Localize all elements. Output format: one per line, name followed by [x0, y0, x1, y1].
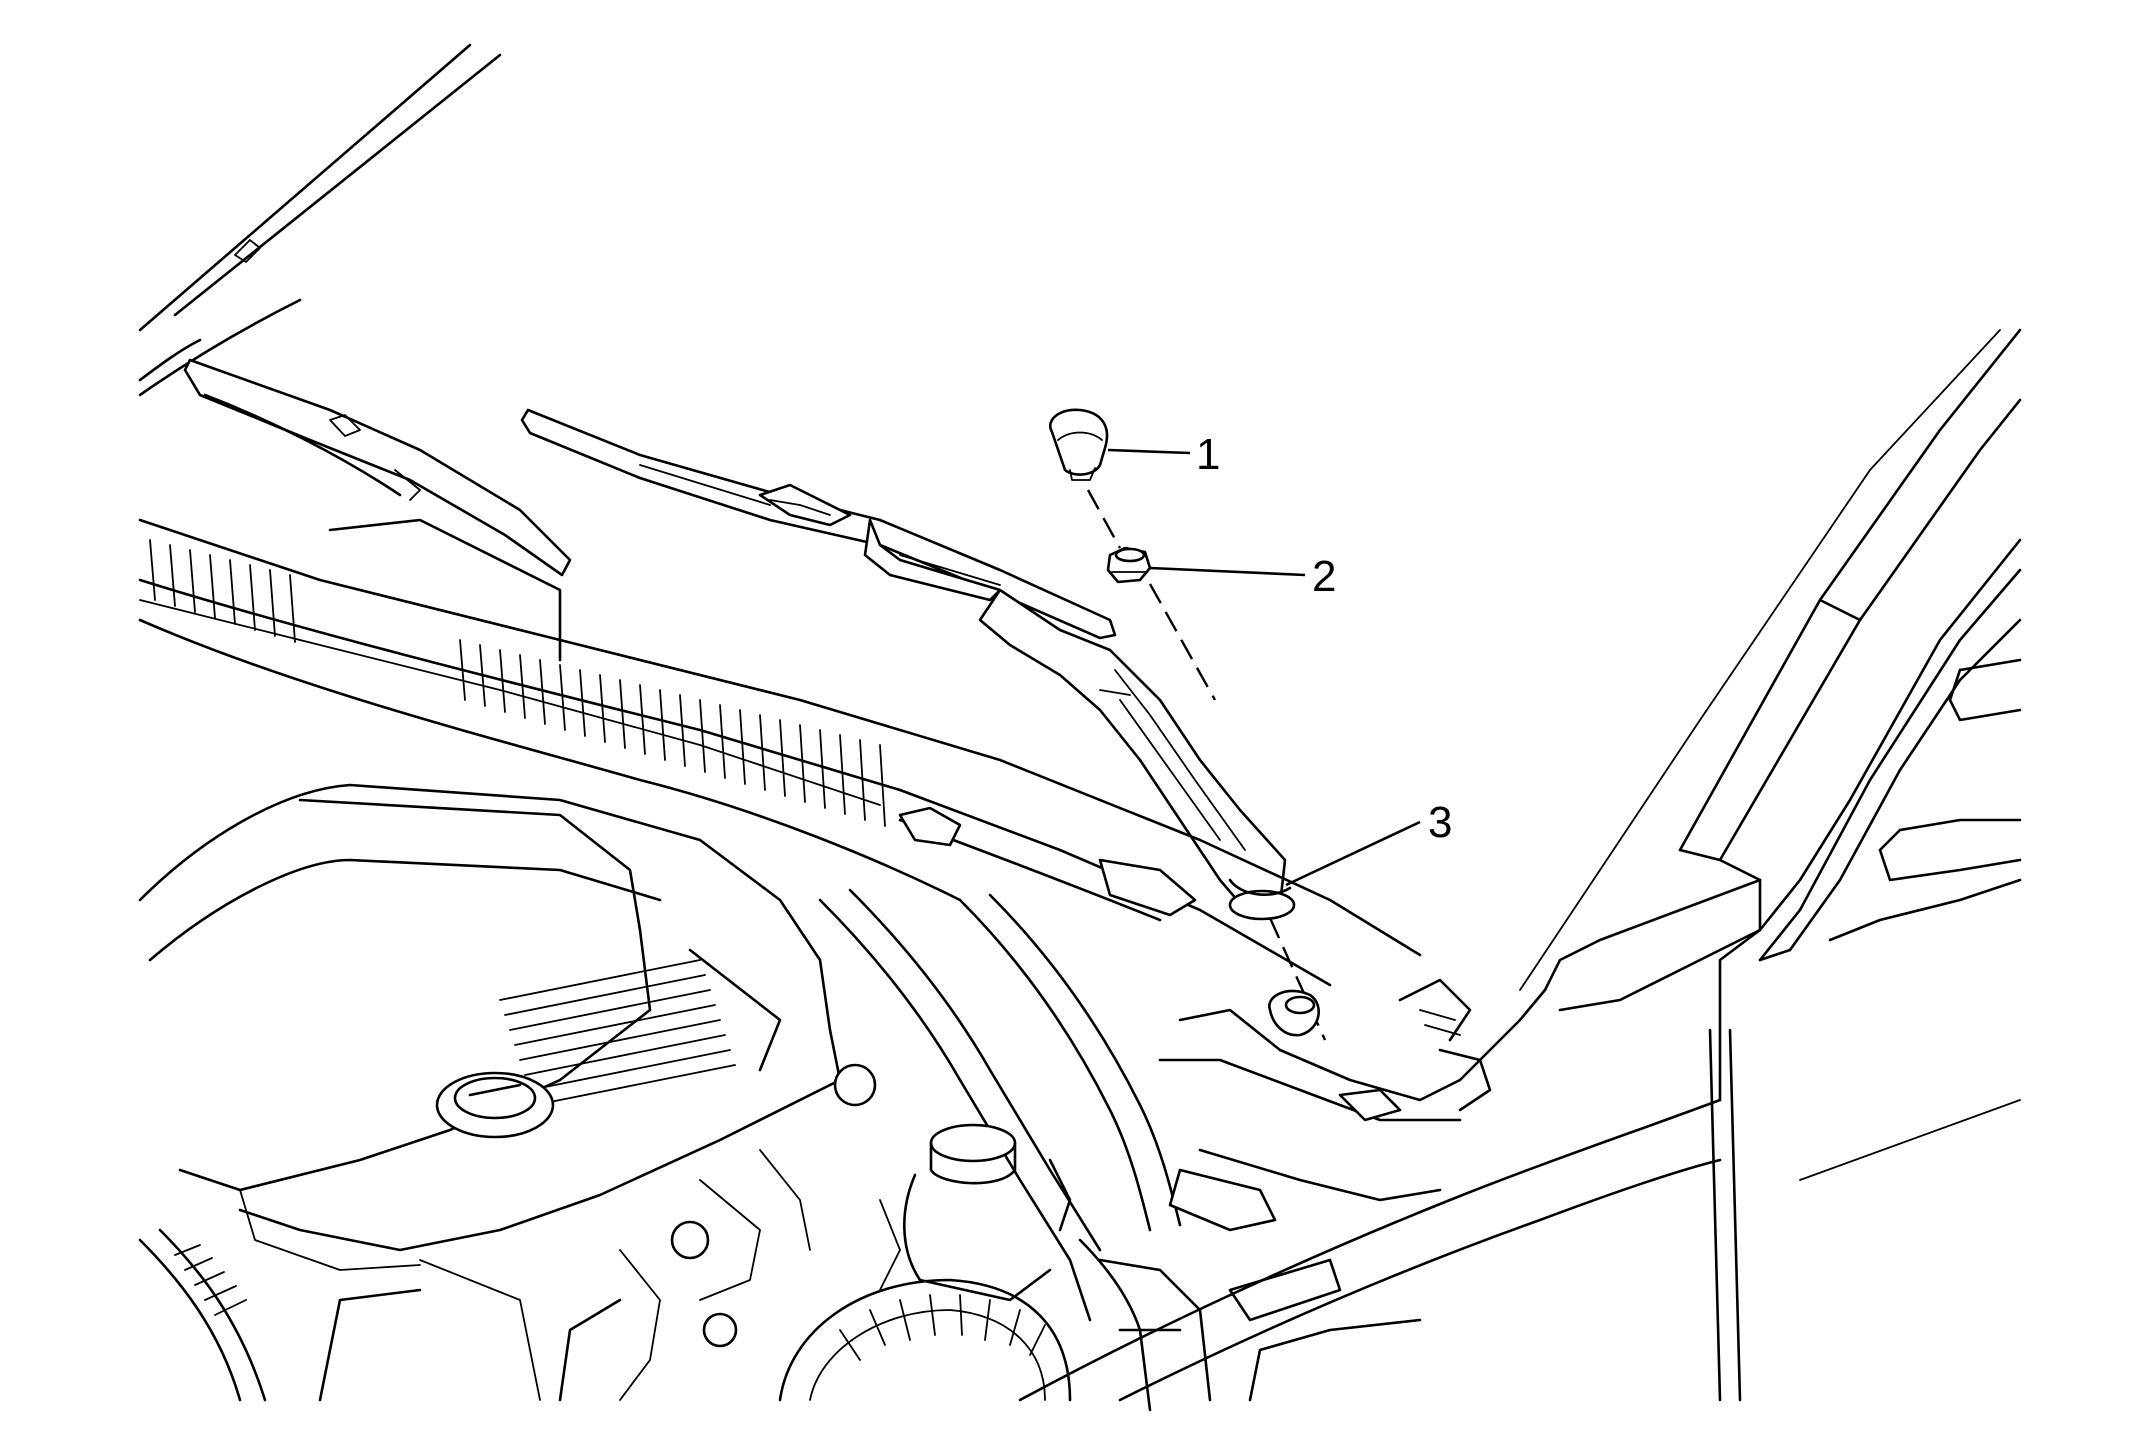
callout-number-2: 2 [1312, 552, 1336, 601]
hood [138, 43, 502, 397]
engine-cover [138, 783, 842, 1271]
wiper-arm-part-3 [978, 588, 1296, 921]
left-wiper [183, 358, 572, 577]
engine-bay-details [138, 888, 1182, 1412]
leader-line-3 [1285, 820, 1421, 887]
leader-line-1 [1107, 448, 1191, 455]
cap-part-1 [1049, 408, 1109, 481]
callout-number-1: 1 [1196, 430, 1220, 479]
fender-and-door [1018, 328, 2022, 1402]
callout-number-3: 3 [1428, 798, 1452, 847]
callout-3: 3 [1285, 798, 1452, 887]
cowl-panel [138, 518, 1422, 987]
nut-part-2 [1106, 546, 1152, 584]
wiper-pivot-area [1048, 978, 1547, 1402]
right-wiper-blade [520, 408, 1117, 640]
callout-2: 2 [1149, 552, 1336, 601]
leader-line-2 [1149, 566, 1306, 577]
callout-1: 1 [1107, 430, 1220, 479]
